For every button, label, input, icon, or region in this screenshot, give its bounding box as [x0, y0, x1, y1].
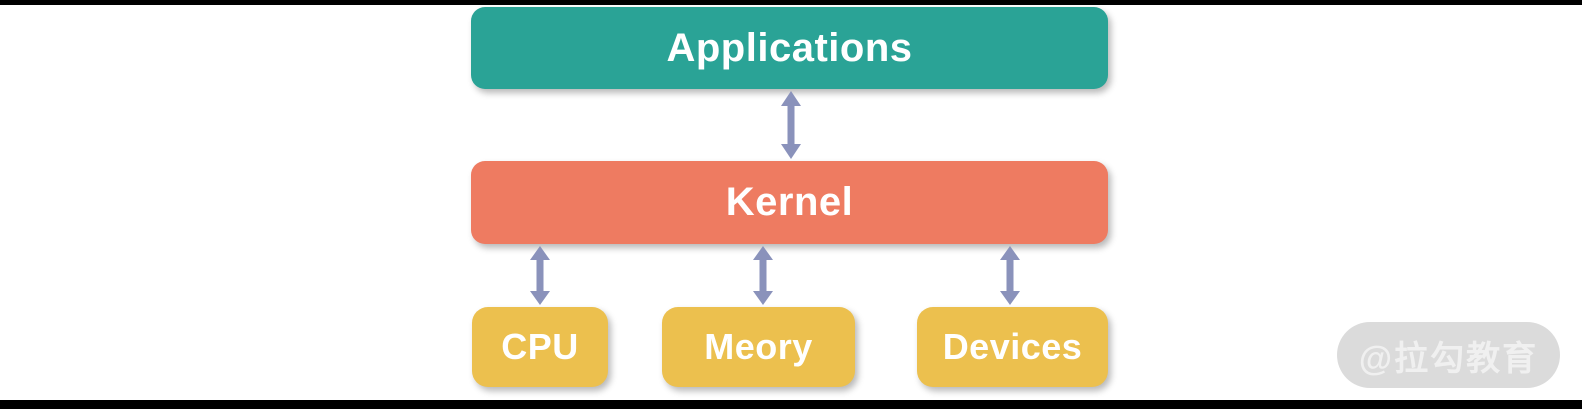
- cpu-label: CPU: [501, 326, 579, 367]
- watermark-label: @拉勾教育: [1358, 339, 1539, 378]
- cpu-box: CPU: [472, 307, 608, 387]
- watermark-badge: @拉勾教育: [1337, 322, 1560, 388]
- memory-box: Meory: [662, 307, 855, 387]
- top-border-bar: [0, 0, 1582, 5]
- bottom-border-bar: [0, 400, 1582, 409]
- applications-box: Applications: [471, 7, 1108, 89]
- devices-label: Devices: [942, 326, 1083, 367]
- kernel-label: Kernel: [725, 180, 854, 224]
- double-arrow-icon: [530, 246, 550, 305]
- devices-box: Devices: [917, 307, 1108, 387]
- double-arrow-icon: [753, 246, 773, 305]
- double-arrow-icon: [1000, 246, 1020, 305]
- kernel-box: Kernel: [471, 161, 1108, 244]
- applications-label: Applications: [666, 25, 913, 70]
- double-arrow-icon: [781, 91, 801, 159]
- memory-label: Meory: [704, 326, 813, 367]
